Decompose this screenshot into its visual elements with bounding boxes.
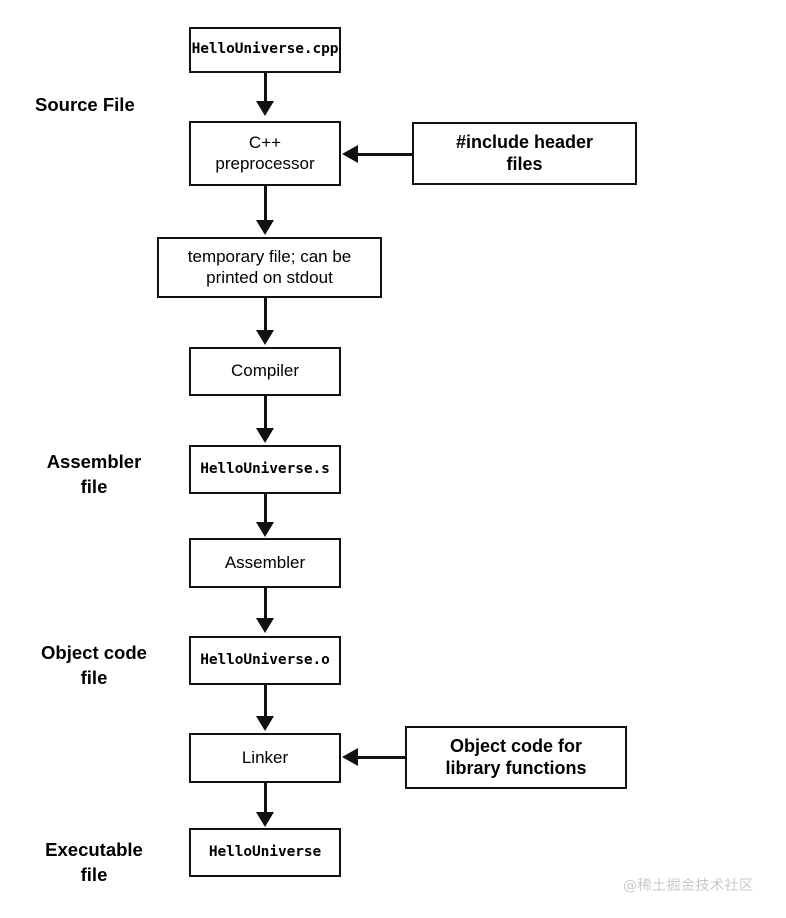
edge-compiler-to-assembly-arrow (256, 428, 274, 443)
node-assembler-label: Assembler (224, 552, 306, 572)
edge-object-to-linker-arrow (256, 716, 274, 731)
node-preprocessor[interactable]: C++ preprocessor (189, 121, 341, 186)
edge-include-to-preprocessor-arrow (342, 145, 358, 163)
node-assembler[interactable]: Assembler (189, 538, 341, 588)
node-linker[interactable]: Linker (189, 733, 341, 783)
node-executable-label: HelloUniverse (208, 843, 322, 860)
node-include-headers[interactable]: #include header files (412, 122, 637, 185)
edge-assembler-to-object-arrow (256, 618, 274, 633)
edge-preprocessor-to-temp-arrow (256, 220, 274, 235)
edge-temp-to-compiler-line (264, 297, 267, 333)
edge-compiler-to-assembly-line (264, 395, 267, 430)
node-compiler-label: Compiler (230, 361, 300, 381)
edge-object-to-linker-line (264, 685, 267, 718)
node-assembly-file-label: HelloUniverse.s (200, 460, 330, 477)
edge-preprocessor-to-temp-line (264, 185, 267, 222)
node-temporary-file-label: temporary file; can be printed on stdout (187, 247, 352, 287)
node-executable[interactable]: HelloUniverse (189, 828, 341, 877)
node-linker-label: Linker (241, 747, 289, 767)
node-library-object-code[interactable]: Object code for library functions (405, 726, 627, 789)
side-label-executable-file: Executable file (45, 839, 143, 885)
edge-temp-to-compiler-arrow (256, 330, 274, 345)
edge-source-to-preprocessor-line (264, 72, 267, 104)
node-include-headers-label: #include header files (455, 132, 594, 174)
edge-library-to-linker-arrow (342, 748, 358, 766)
edge-source-to-preprocessor-arrow (256, 101, 274, 116)
node-library-object-code-label: Object code for library functions (445, 736, 587, 778)
node-source-cpp[interactable]: HelloUniverse.cpp (189, 27, 341, 73)
node-temporary-file[interactable]: temporary file; can be printed on stdout (157, 237, 382, 298)
edge-assembly-to-assembler-line (264, 493, 267, 525)
edge-assembler-to-object-line (264, 587, 267, 620)
node-object-file[interactable]: HelloUniverse.o (189, 636, 341, 685)
node-assembly-file[interactable]: HelloUniverse.s (189, 445, 341, 494)
side-label-source-file: Source File (35, 94, 135, 115)
node-preprocessor-label: C++ preprocessor (215, 133, 315, 173)
watermark: @稀土掘金技术社区 (623, 878, 754, 894)
node-compiler[interactable]: Compiler (189, 347, 341, 396)
edge-linker-to-executable-arrow (256, 812, 274, 827)
node-object-file-label: HelloUniverse.o (200, 651, 330, 668)
edge-library-to-linker-line (357, 756, 406, 759)
edge-assembly-to-assembler-arrow (256, 522, 274, 537)
side-label-assembler-file: Assembler file (46, 451, 142, 497)
side-label-object-code-file: Object code file (41, 642, 147, 688)
edge-include-to-preprocessor-line (357, 153, 413, 156)
node-source-cpp-label: HelloUniverse.cpp (191, 41, 339, 58)
edge-linker-to-executable-line (264, 782, 267, 814)
